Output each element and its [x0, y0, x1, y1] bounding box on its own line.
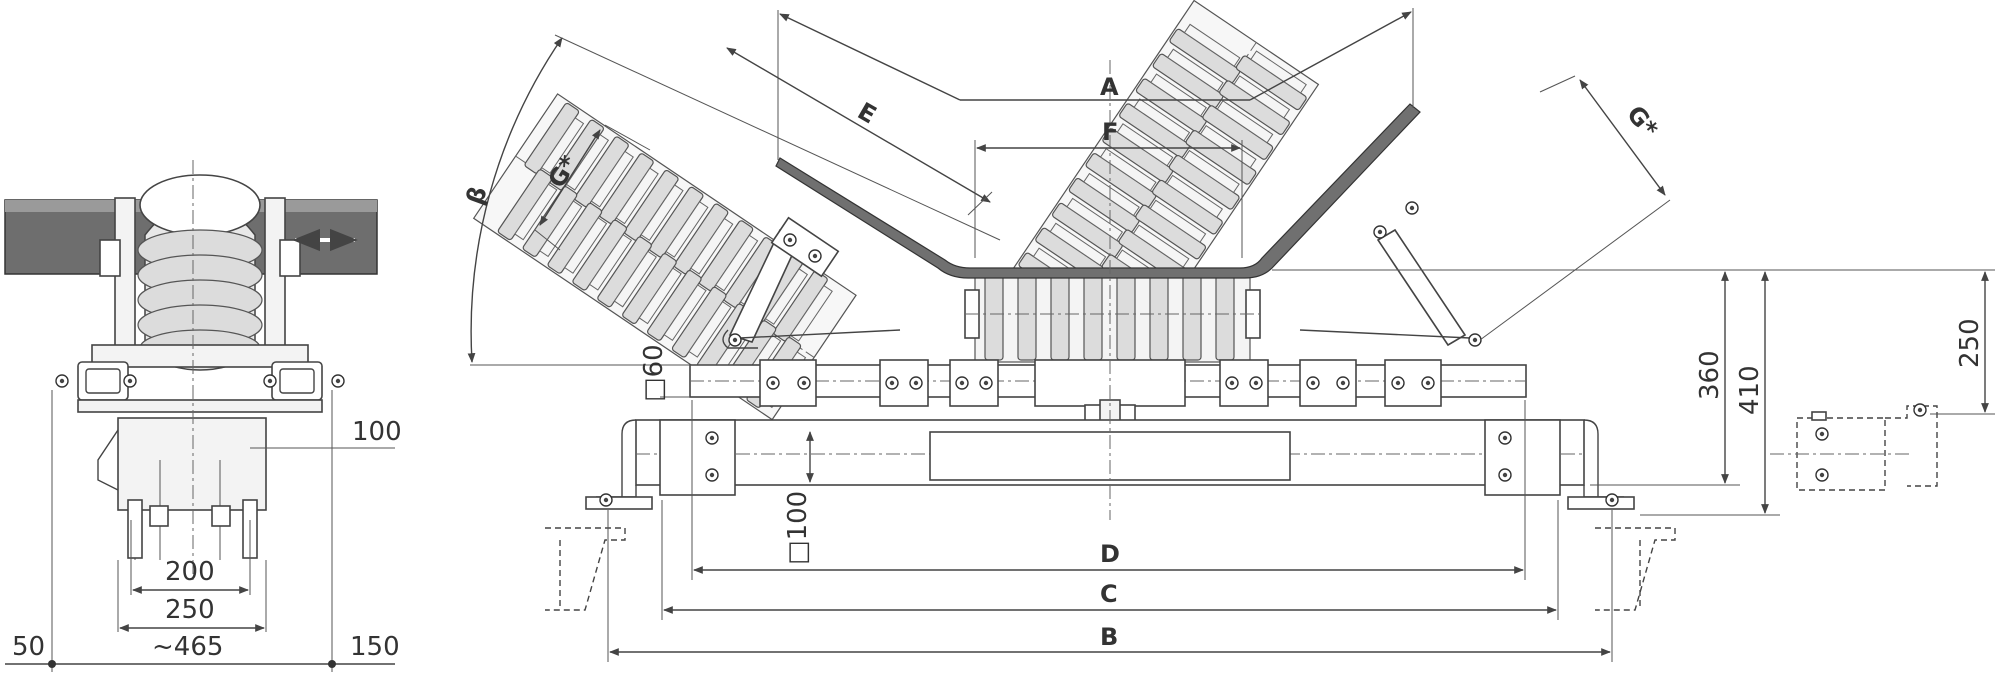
- detail-clamp-view: [1770, 403, 1938, 491]
- dim-G-right: G*: [1479, 75, 1671, 341]
- label-beta: β: [461, 182, 493, 208]
- dim-D: D: [691, 400, 1526, 580]
- dim-250: 250: [117, 560, 267, 632]
- dim-150-label: 150: [350, 632, 400, 662]
- dim-250-height: 250: [1780, 269, 1995, 415]
- side-roller-stack: [137, 174, 263, 371]
- dim-410: 410: [1640, 269, 1780, 516]
- label-250-height: 250: [1955, 318, 1985, 368]
- dim-465: ~465 50 150: [5, 390, 400, 672]
- troughed-belt: [775, 103, 1421, 279]
- dim-465-label: ~465: [152, 632, 223, 662]
- dim-100: 100: [250, 417, 402, 449]
- label-sq100: □100: [783, 491, 813, 565]
- dim-B: B: [607, 510, 1613, 662]
- dim-C: C: [661, 500, 1559, 620]
- cross-beam: [689, 359, 1527, 407]
- angle-beta: β: [461, 37, 740, 366]
- label-D: D: [1100, 540, 1120, 568]
- dim-sq60: □60: [639, 344, 690, 402]
- centre-roller: [964, 269, 1262, 363]
- dim-360: 360: [1272, 269, 1740, 486]
- label-F: F: [1102, 118, 1118, 146]
- dim-100-label: 100: [352, 417, 402, 447]
- dim-sq100: □100: [783, 431, 814, 565]
- support-profiles: [545, 527, 1676, 611]
- dim-50-label: 50: [12, 632, 45, 662]
- side-view: 100 200 250 ~465 50 150: [4, 160, 402, 672]
- front-view: A F E G* G*: [461, 0, 1995, 662]
- dim-200: 200: [130, 520, 251, 595]
- label-B: B: [1100, 623, 1118, 651]
- dim-250-label: 250: [165, 595, 215, 625]
- label-C: C: [1100, 580, 1118, 608]
- label-A: A: [1100, 73, 1119, 101]
- dim-200-label: 200: [165, 557, 215, 587]
- label-G-right: G*: [1621, 100, 1663, 143]
- label-sq60: □60: [639, 344, 669, 402]
- wing-support-arms: [722, 201, 1482, 349]
- label-360: 360: [1695, 350, 1725, 400]
- label-410: 410: [1735, 365, 1765, 415]
